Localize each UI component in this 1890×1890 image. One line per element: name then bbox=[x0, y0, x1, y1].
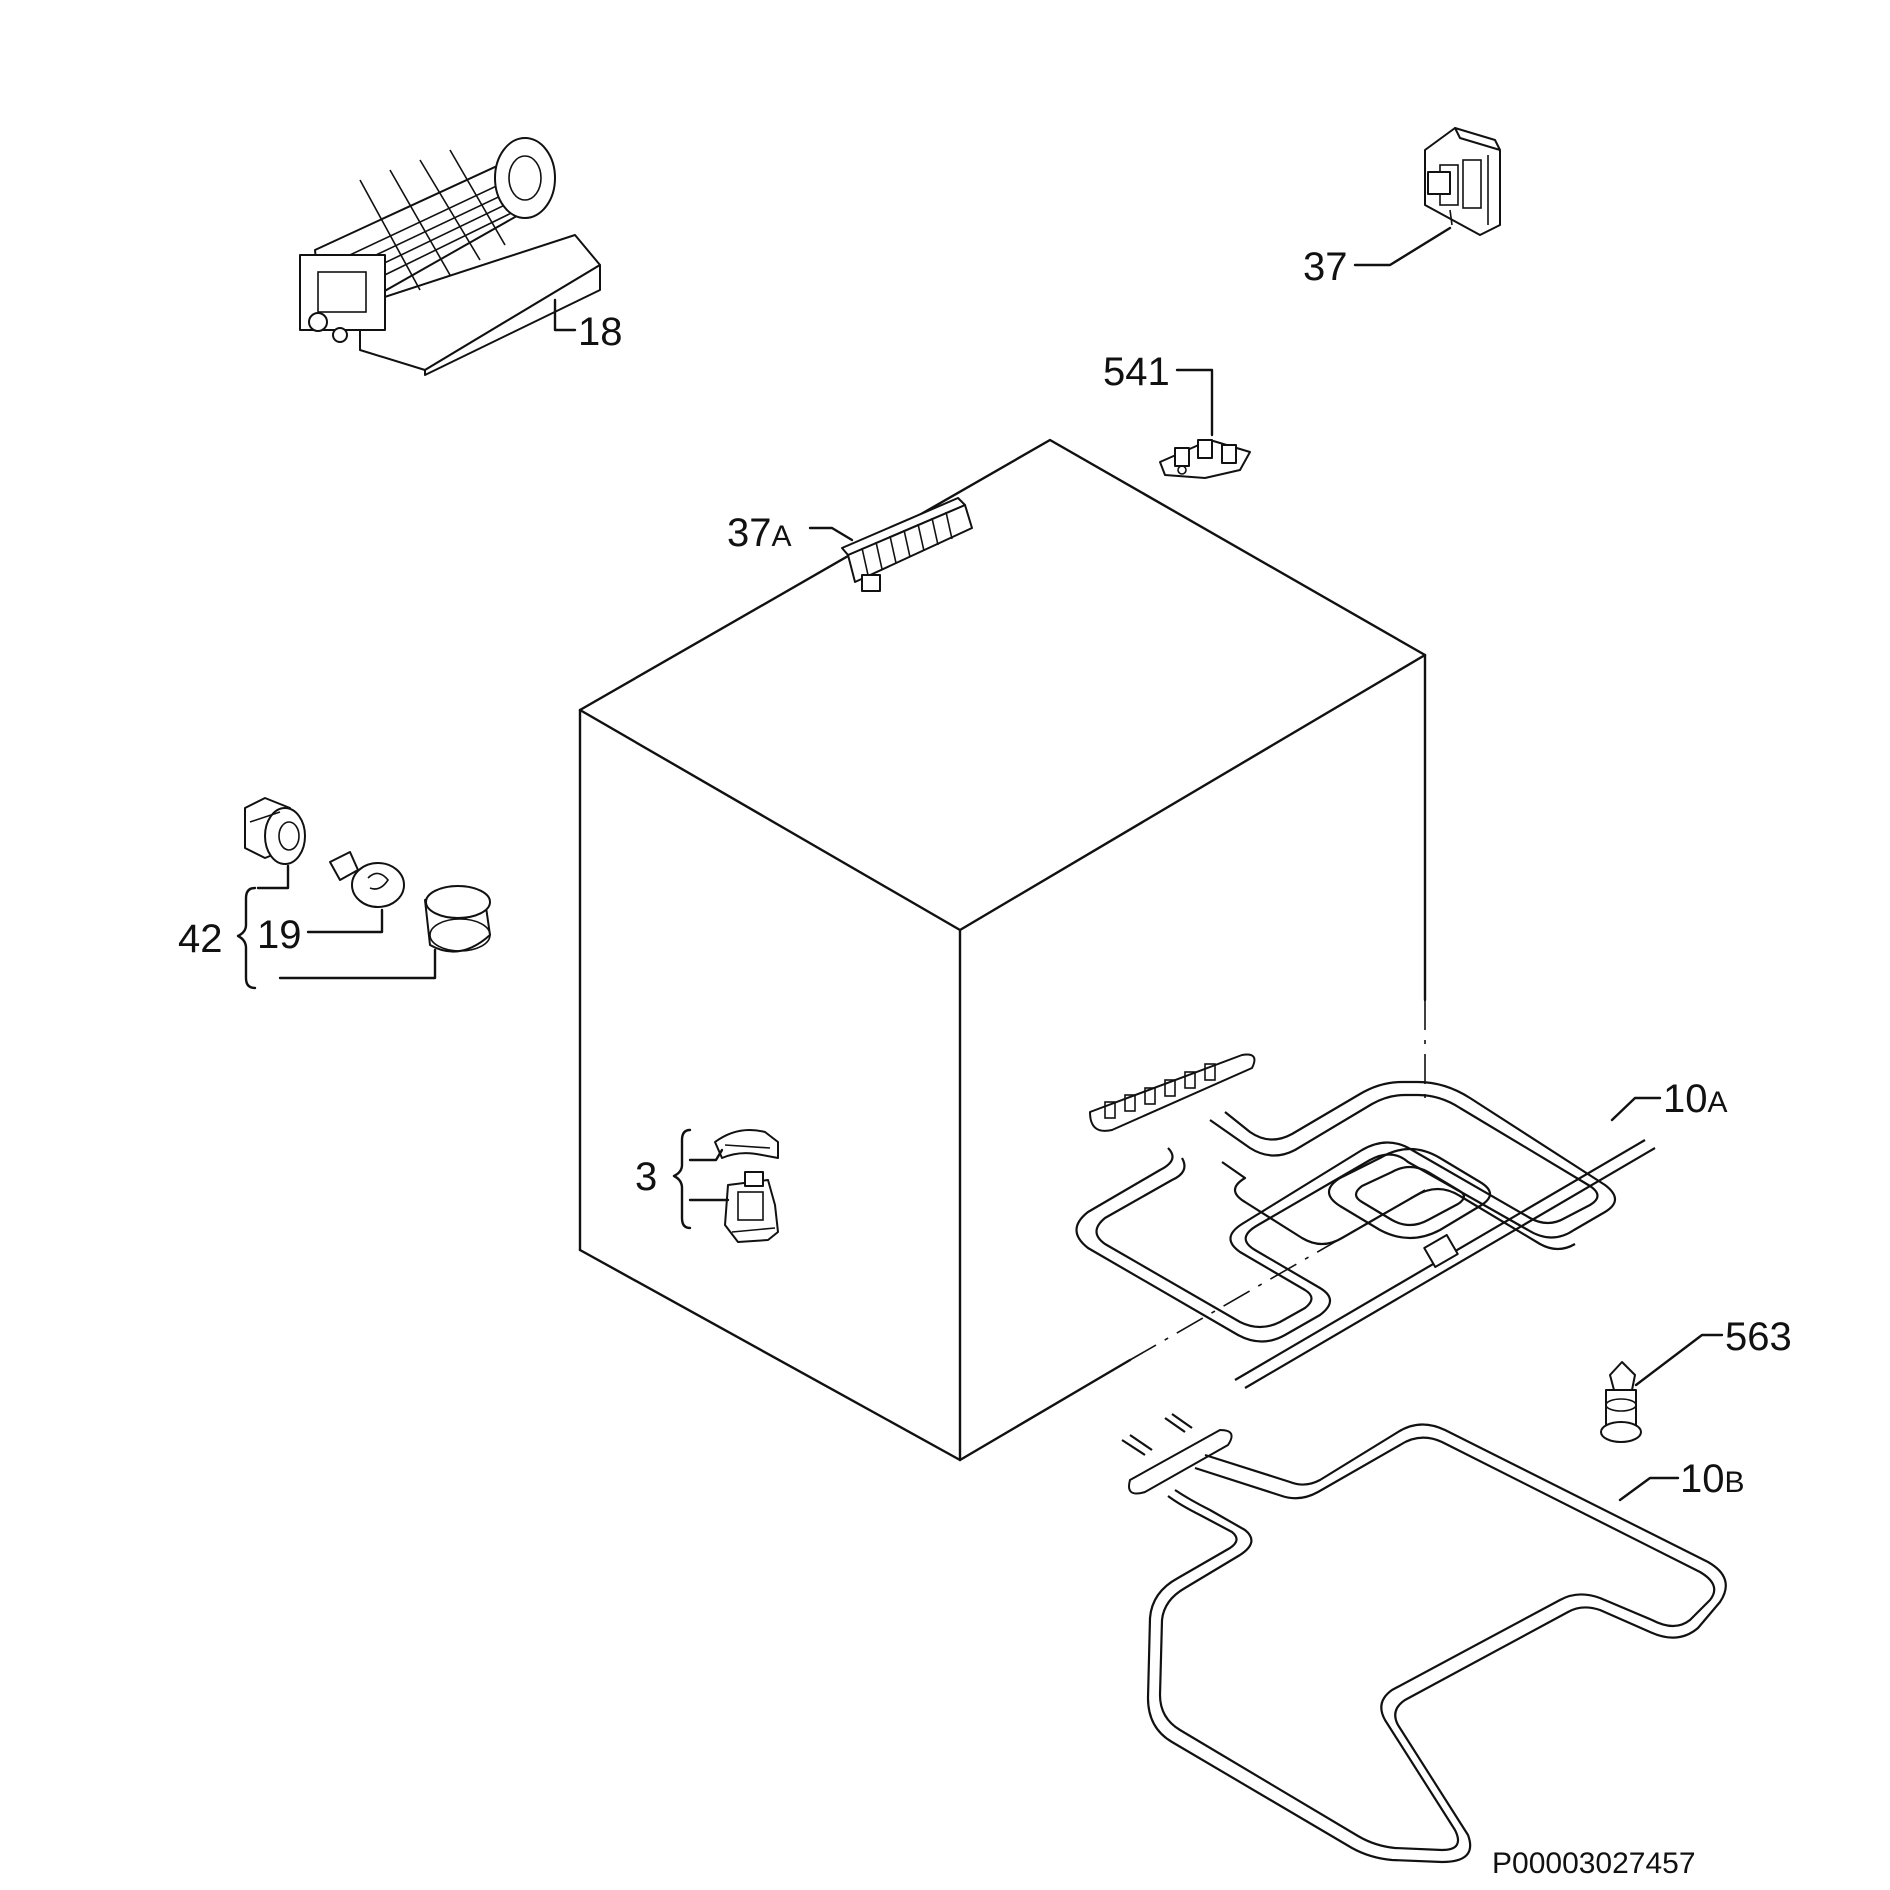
drawing-code: P00003027457 bbox=[1492, 1847, 1696, 1880]
label-18: 18 bbox=[578, 310, 623, 354]
label-3: 3 bbox=[635, 1155, 657, 1199]
tangential-fan-part bbox=[299, 137, 601, 376]
hinge-clip-lower-part bbox=[724, 1171, 779, 1243]
brace-3 bbox=[672, 1128, 692, 1230]
oven-cavity-box bbox=[578, 438, 1427, 1462]
label-10a: 10A bbox=[1663, 1077, 1728, 1121]
thermostat-part bbox=[1424, 127, 1501, 236]
label-42: 42 bbox=[178, 917, 223, 961]
label-19: 19 bbox=[257, 913, 302, 957]
leader-3-upper bbox=[688, 1148, 724, 1162]
hinge-clip-upper-part bbox=[714, 1129, 779, 1159]
lamp-bulb-part bbox=[329, 851, 405, 908]
leader-541 bbox=[1175, 368, 1214, 437]
upper-heating-element-part bbox=[1075, 1053, 1656, 1389]
leader-42-holder bbox=[256, 864, 290, 890]
leader-10b bbox=[1618, 1476, 1680, 1502]
leader-10a bbox=[1610, 1096, 1662, 1122]
label-563: 563 bbox=[1725, 1315, 1792, 1359]
leader-18 bbox=[553, 298, 577, 332]
lamp-holder-part bbox=[244, 797, 306, 865]
label-541: 541 bbox=[1103, 350, 1170, 394]
leader-37 bbox=[1353, 226, 1452, 267]
leader-42-cover bbox=[278, 948, 437, 980]
lower-heating-element-part bbox=[1121, 1413, 1727, 1864]
lamp-cover-part bbox=[424, 885, 491, 953]
label-10b: 10B bbox=[1680, 1457, 1745, 1501]
leader-563 bbox=[1634, 1333, 1724, 1387]
label-37: 37 bbox=[1303, 245, 1348, 289]
brace-42 bbox=[236, 886, 257, 990]
leader-19 bbox=[306, 908, 384, 934]
terminal-block-part bbox=[841, 497, 973, 592]
leader-37a bbox=[808, 526, 854, 542]
label-37a: 37A bbox=[727, 511, 792, 555]
bracket-541-part bbox=[1159, 439, 1251, 479]
sensor-563-part bbox=[1600, 1361, 1642, 1443]
